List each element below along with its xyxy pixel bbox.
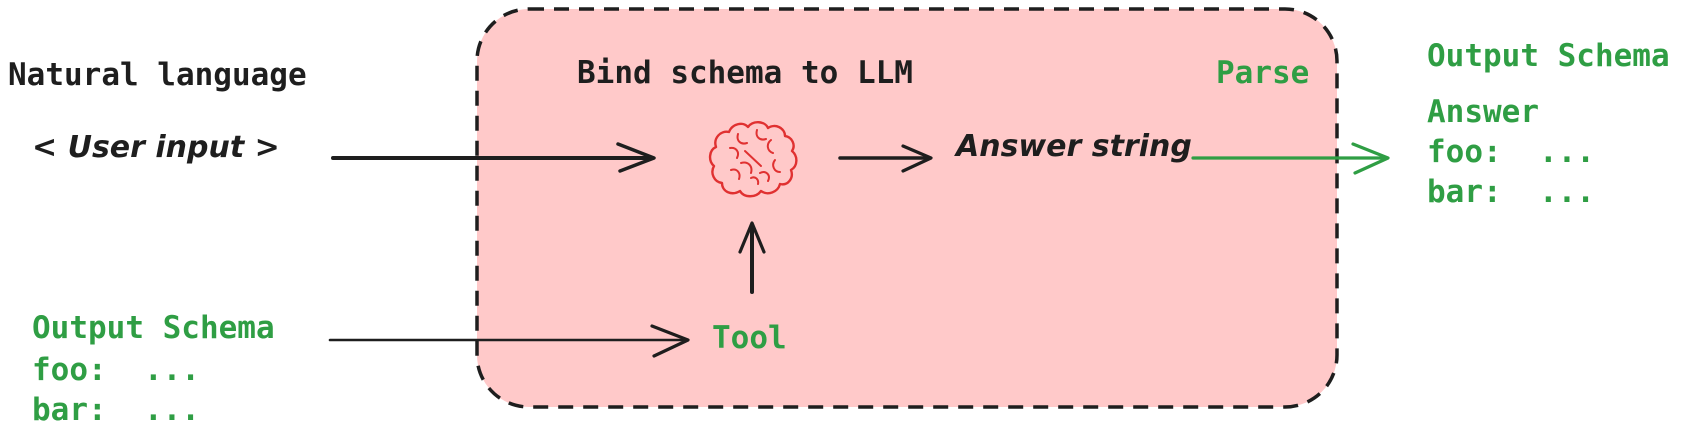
- schema-input-line-foo: foo: ...: [32, 352, 200, 388]
- answer-string-label: Answer string: [956, 129, 1192, 164]
- parse-label: Parse: [1216, 55, 1310, 91]
- arrow-llm-to-answer: [838, 144, 933, 173]
- arrow-tool-to-llm: [738, 221, 766, 294]
- user-input-label: < User input >: [32, 130, 280, 165]
- natural-language-label: Natural language: [8, 57, 307, 93]
- output-line-bar: bar: ...: [1427, 174, 1595, 210]
- brain-icon: [708, 121, 798, 198]
- output-schema-title: Output Schema: [1427, 38, 1670, 74]
- llm-box-title: Bind schema to LLM: [577, 55, 913, 91]
- output-answer-label: Answer: [1427, 94, 1539, 130]
- output-line-foo: foo: ...: [1427, 134, 1595, 170]
- schema-input-title: Output Schema: [32, 310, 275, 346]
- llm-box: [475, 7, 1339, 409]
- tool-label: Tool: [712, 320, 787, 356]
- arrow-schema-to-tool: [328, 324, 690, 358]
- arrow-user-input-to-llm: [331, 142, 656, 173]
- arrow-parse-output: [1191, 142, 1390, 175]
- schema-input-line-bar: bar: ...: [32, 392, 200, 428]
